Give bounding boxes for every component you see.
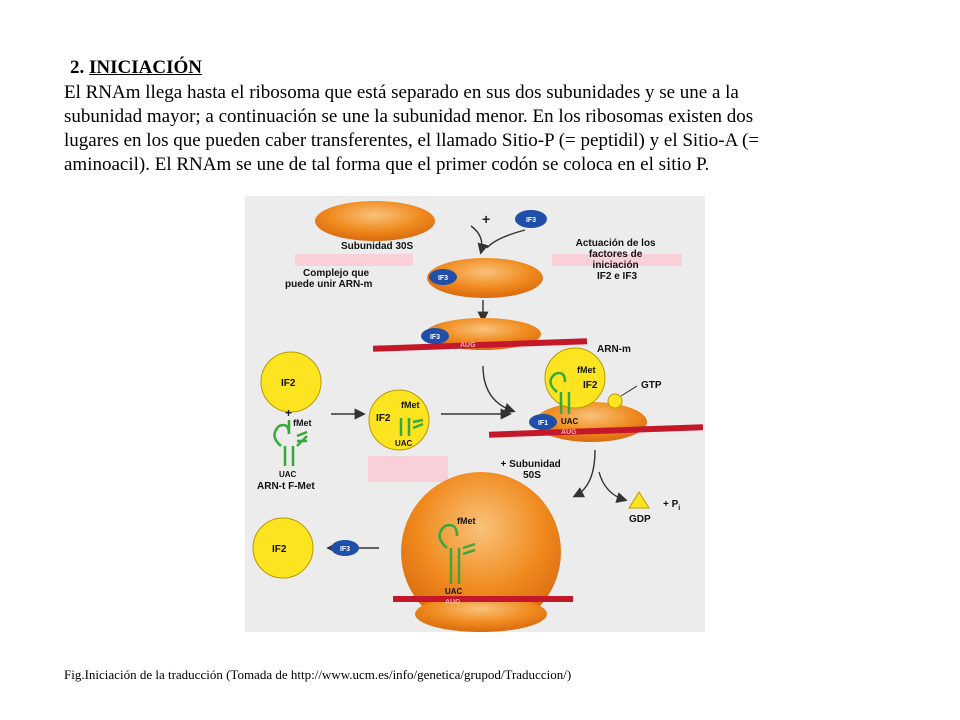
if3-label: IF3 xyxy=(526,217,536,224)
svg-text:+ Subunidad 50S: + Subunidad 50S xyxy=(500,459,563,481)
actuacion-label-bg xyxy=(552,254,682,266)
aug-codon: AUG xyxy=(445,599,461,606)
subunit-30s-shape xyxy=(315,201,435,241)
subunidad-50s-line: 50S xyxy=(523,470,541,481)
mrna-strand xyxy=(372,338,588,352)
section-title: INICIACIÓN xyxy=(89,57,202,78)
subunit-30s-bottom-shape xyxy=(415,596,547,632)
translation-initiation-diagram: + IF3 Subunidad 30S Actuación de los fac… xyxy=(245,196,705,632)
trna-fmet-shape xyxy=(273,420,308,466)
if2-factor-shape xyxy=(544,347,606,409)
fmet-label: fMet xyxy=(457,516,476,526)
section-heading: 2. INICIACIÓN xyxy=(70,57,202,79)
gtp-shape xyxy=(607,393,623,409)
actuacion-line: Actuación de los xyxy=(576,238,656,249)
uac-anticodon: UAC xyxy=(279,470,297,479)
plus-sign: + xyxy=(285,406,292,420)
gtp-label: GTP xyxy=(641,380,662,391)
if3-label: IF3 xyxy=(438,275,448,282)
aug-codon: AUG xyxy=(561,429,577,436)
if3-factor-shape xyxy=(515,210,547,228)
fmet-label: fMet xyxy=(577,365,596,375)
subunidad-30s-label: Subunidad 30S xyxy=(341,241,414,252)
arn-m-label: ARN-m xyxy=(597,344,631,355)
gdp-label: GDP xyxy=(629,514,651,525)
actuacion-line: factores de xyxy=(589,249,643,260)
if2-label: IF2 xyxy=(272,544,287,555)
fmet-label: fMet xyxy=(401,400,420,410)
svg-text:Actuación de los factores: Actuación de los factores de iniciación … xyxy=(576,238,659,282)
fmet-label: fMet xyxy=(293,418,312,428)
if2-factor-shape xyxy=(252,517,314,579)
uac-anticodon: UAC xyxy=(561,417,579,426)
gdp-shape xyxy=(628,491,650,509)
mrna-strand xyxy=(393,596,573,602)
if2-factor-shape xyxy=(260,351,322,413)
paragraph-line: lugares en los que pueden caber transfer… xyxy=(64,130,760,151)
complejo-line: puede unir ARN-m xyxy=(285,279,373,290)
if2-trna-complex-shape xyxy=(368,389,430,451)
if2-label: IF2 xyxy=(376,413,391,424)
pi-label: + Pi xyxy=(663,499,680,512)
if3-factor-shape xyxy=(429,269,457,285)
complejo-line: Complejo que xyxy=(303,268,370,279)
if1-label: IF1 xyxy=(538,420,548,427)
actuacion-line: IF2 e IF3 xyxy=(597,271,637,282)
subunit-50s-shape xyxy=(401,472,561,632)
uac-anticodon: UAC xyxy=(395,439,413,448)
mrna-strand xyxy=(488,424,704,438)
intro-paragraph: El RNAm llega hasta el ribosoma que está… xyxy=(64,81,864,177)
actuacion-line: iniciación xyxy=(593,260,639,271)
if2-label: IF2 xyxy=(583,380,598,391)
plus-sign: + xyxy=(482,211,490,227)
if3-factor-shape xyxy=(331,540,359,556)
if3-factor-shape xyxy=(421,328,449,344)
if3-label: IF3 xyxy=(430,334,440,341)
paragraph-line: aminoacil). El RNAm se une de tal forma … xyxy=(64,154,710,175)
section-number: 2. xyxy=(70,57,85,78)
complex-30s-if3-shape xyxy=(427,258,543,298)
complejo-label-bg xyxy=(295,254,413,266)
paragraph-line: El RNAm llega hasta el ribosoma que está… xyxy=(64,82,739,103)
if1-factor-shape xyxy=(529,414,557,430)
arn-t-label: ARN-t F-Met xyxy=(257,481,315,492)
uac-anticodon: UAC xyxy=(445,587,463,596)
paragraph-line: subunidad mayor; a continuación se une l… xyxy=(64,106,754,127)
aug-codon: AUG xyxy=(460,342,476,349)
if2-label: IF2 xyxy=(281,378,296,389)
if3-label: IF3 xyxy=(340,546,350,553)
figure-caption: Fig.Iniciación de la traducción (Tomada … xyxy=(64,667,572,682)
svg-text:Complejo que puede unir AR: Complejo que puede unir ARN-m xyxy=(285,268,373,290)
subunidad-50s-line: + Subunidad xyxy=(500,459,560,470)
subunidad-50s-label-bg xyxy=(368,456,448,482)
